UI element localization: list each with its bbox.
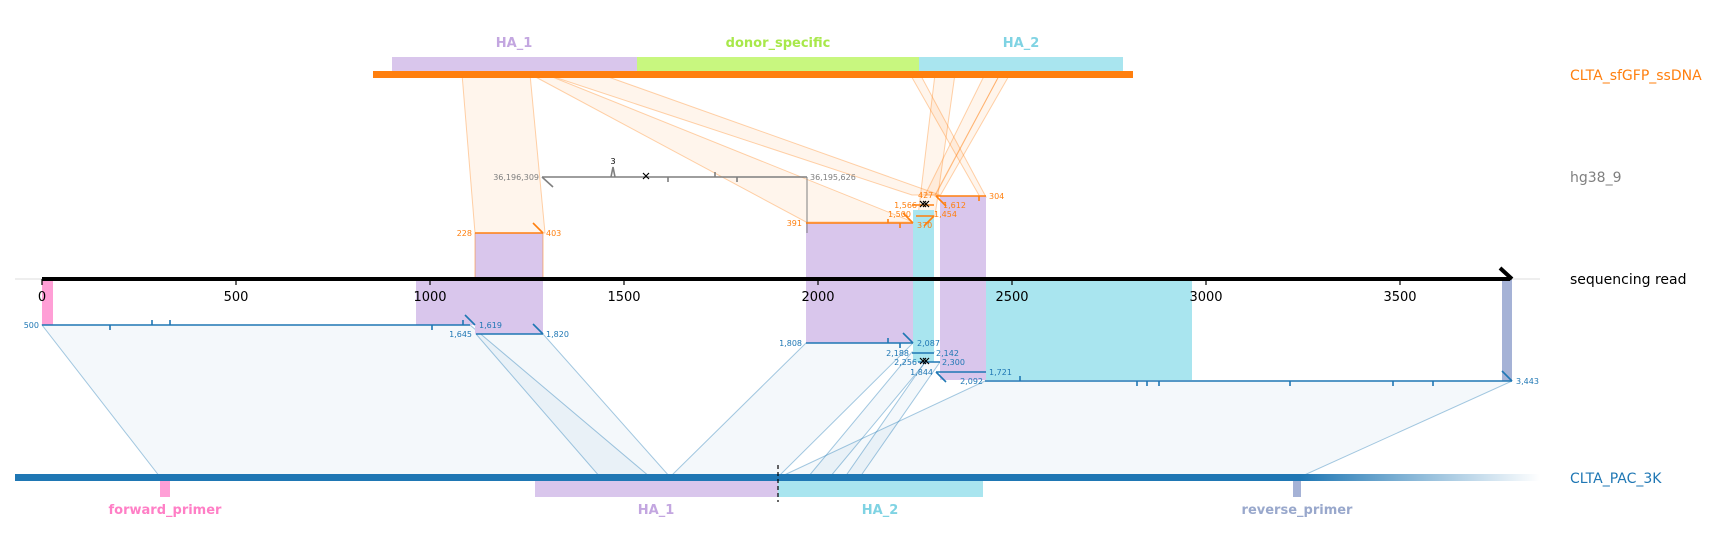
read-axis-tick-label: 500 [224, 290, 249, 305]
reference-alignment-3-start: 1,808 [779, 339, 802, 348]
donor-alignment-3-end: 427 [918, 191, 933, 200]
genome-alignment: 36,196,309 36,195,626 3 [493, 157, 856, 233]
read-axis: 0 500 1000 1500 2000 2500 3000 3500 [15, 266, 1540, 305]
donor-alignment-1-end: 403 [546, 229, 561, 238]
read-block-ha2-a [913, 210, 934, 362]
donor-alignment-1-cap [532, 222, 544, 234]
donor-alignment-4-end: 304 [989, 192, 1004, 201]
reference-alignment-5-deletion-x [919, 357, 930, 365]
read-block-reverse-primer [1502, 279, 1512, 381]
donor-alignment-5-start: 1,454 [934, 210, 957, 219]
track-names: CLTA_sfGFP_ssDNA hg38_9 sequencing read … [1570, 68, 1702, 487]
donor-feature-donor-specific-bar [637, 57, 919, 71]
donor-feature-ha1-label: HA_1 [496, 36, 533, 51]
read-axis-tick-label: 1500 [607, 290, 640, 305]
read-block-ha2-b [986, 279, 1192, 380]
genome-insertion-marker [610, 166, 616, 178]
donor-feature-donor-specific-label: donor_specific [726, 36, 831, 51]
genome-track-name: hg38_9 [1570, 170, 1621, 186]
reference-alignment-3-end: 2,087 [917, 339, 940, 348]
donor-sequence-bar [373, 71, 1133, 78]
read-block-ha1-c [806, 223, 913, 343]
read-axis-tick-label: 2000 [801, 290, 834, 305]
reference-track: forward_primer HA_1 HA_2 reverse_primer [15, 465, 1540, 518]
read-track-name: sequencing read [1570, 272, 1686, 288]
read-block-forward-primer [42, 279, 53, 325]
read-block-ha1-a [475, 233, 543, 334]
reference-alignment-1-cap [464, 314, 476, 326]
reference-alignment-7-start: 2,092 [960, 377, 983, 386]
read-block-ha1-d [940, 196, 986, 380]
read-axis-end-arrow [1498, 266, 1514, 281]
reference-alignment-5-start: 2,256 [894, 358, 917, 367]
reference-alignment-6-start: 1,844 [910, 368, 933, 377]
reference-feature-ha2-label: HA_2 [862, 503, 899, 518]
donor-track: HA_1 donor_specific HA_2 [373, 36, 1133, 78]
donor-track-name: CLTA_sfGFP_ssDNA [1570, 68, 1702, 84]
read-axis-tick-label: 2500 [995, 290, 1028, 305]
read-axis-tick-label: 3000 [1189, 290, 1222, 305]
reference-alignments: 500 1,619 1,645 1,820 1,808 2,087 2,188 … [24, 314, 1539, 386]
reference-alignment-2-cap [532, 323, 544, 335]
donor-alignment-5-cap [923, 215, 935, 227]
reference-feature-reverse-primer-label: reverse_primer [1242, 503, 1354, 518]
donor-alignments: 228 403 391 1,500 1,566 427 1,612 304 1,… [457, 191, 1004, 279]
reference-alignment-5-end: 2,300 [942, 358, 965, 367]
read-axis-tick-label: 0 [38, 290, 46, 305]
reference-alignment-6-end: 1,721 [989, 368, 1012, 377]
donor-alignment-2-cap [902, 212, 914, 224]
genome-alignment-start-cap [541, 176, 554, 188]
donor-alignment-3-deletion-x [919, 200, 930, 208]
reference-alignment-7-cap [1501, 370, 1513, 382]
read-axis-tick-label: 1000 [413, 290, 446, 305]
donor-band-ha1-right [529, 73, 914, 223]
reference-alignment-2-end: 1,820 [546, 330, 569, 339]
donor-alignment-4-cap [935, 195, 947, 207]
genome-alignment-end-label: 36,195,626 [810, 173, 856, 182]
reference-feature-forward-primer-bar [160, 481, 170, 497]
reference-connection-bands [40, 324, 1513, 478]
reference-alignment-6-cap [935, 371, 947, 383]
donor-band-ha1-left [461, 73, 546, 234]
reference-feature-ha1-bar [535, 481, 778, 497]
donor-connection-bands [461, 73, 1011, 234]
donor-alignment-2-start: 391 [787, 219, 802, 228]
donor-feature-ha2-label: HA_2 [1003, 36, 1040, 51]
reference-alignment-2-start: 1,645 [449, 330, 472, 339]
donor-alignment-4-start: 1,612 [943, 201, 966, 210]
read-axis-ticks: 0 500 1000 1500 2000 2500 3000 3500 [38, 279, 1417, 305]
reference-alignment-1-end: 1,619 [479, 321, 502, 330]
reference-track-name: CLTA_PAC_3K [1570, 471, 1662, 487]
reference-alignment-1-start: 500 [24, 321, 39, 330]
donor-feature-ha1-bar [392, 57, 637, 71]
reference-alignment-4-start: 2,188 [886, 349, 909, 358]
genome-alignment-start-label: 36,196,309 [493, 173, 539, 182]
genome-insertion-label: 3 [610, 157, 615, 166]
reference-alignment-3-cap [902, 332, 914, 344]
donor-alignment-1-start: 228 [457, 229, 472, 238]
reference-feature-ha1-label: HA_1 [638, 503, 675, 518]
read-axis-tick-label: 3500 [1383, 290, 1416, 305]
reference-alignment-7-end: 3,443 [1516, 377, 1539, 386]
reference-feature-reverse-primer-bar [1293, 481, 1301, 497]
donor-alignment-5-end: 370 [917, 221, 932, 230]
read-highlight-blocks [42, 196, 1512, 381]
reference-feature-ha2-bar [778, 481, 983, 497]
reference-feature-forward-primer-label: forward_primer [109, 503, 223, 518]
donor-feature-ha2-bar [919, 57, 1123, 71]
read-block-ha1-b [416, 279, 476, 325]
donor-alignment-3-start: 1,566 [894, 201, 917, 210]
donor-alignment-2-end: 1,500 [888, 210, 911, 219]
reference-sequence-bar-fade [1300, 474, 1540, 481]
reference-sequence-bar [15, 474, 1300, 481]
reference-alignment-4-end: 2,142 [936, 349, 959, 358]
genome-deletion-x [642, 172, 650, 180]
